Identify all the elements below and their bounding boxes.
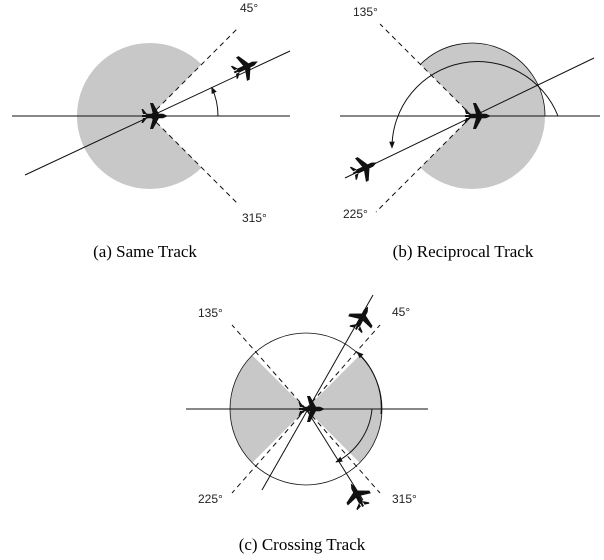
intruder-aircraft-icon-1	[344, 300, 380, 337]
boundary-315-dashed	[305, 408, 381, 494]
caption-reciprocal-track: (b) Reciprocal Track	[393, 242, 534, 261]
intruder-track-line-2	[305, 408, 364, 501]
panel-reciprocal-track: 135° 225° (b) Reciprocal Track	[340, 5, 600, 261]
panel-same-track: 45° 315° (a) Same Track	[12, 1, 291, 261]
angle-label-135: 135°	[353, 5, 378, 19]
angle-label-135: 135°	[198, 306, 223, 320]
caption-same-track: (a) Same Track	[93, 242, 197, 261]
boundary-225-dashed	[375, 115, 473, 213]
angle-label-45: 45°	[240, 1, 258, 15]
intruder-aircraft-icon-2	[339, 477, 375, 514]
boundary-135-dashed	[231, 324, 307, 410]
boundary-225-dashed	[231, 408, 307, 494]
angle-arc-2	[335, 408, 373, 463]
angle-arc-1	[356, 351, 382, 415]
angle-label-225: 225°	[343, 207, 368, 221]
angle-label-225: 225°	[198, 492, 223, 506]
angle-label-315: 315°	[392, 492, 417, 506]
angle-label-315: 315°	[242, 211, 267, 225]
boundary-45-dashed	[305, 324, 381, 410]
boundary-45-dashed	[149, 27, 239, 117]
zone-outline-arc	[420, 42, 546, 117]
angle-arc	[389, 61, 559, 149]
boundary-315-dashed	[149, 115, 239, 205]
intruder-aircraft-icon	[347, 150, 383, 186]
boundary-135-dashed	[379, 23, 473, 117]
caption-crossing-track: (c) Crossing Track	[239, 535, 366, 554]
panel-crossing-track: 135° 45° 225° 315° (c) Crossing Track	[186, 294, 428, 554]
intruder-aircraft-icon	[228, 49, 264, 85]
angle-label-45: 45°	[392, 305, 410, 319]
angle-arc	[211, 86, 219, 117]
